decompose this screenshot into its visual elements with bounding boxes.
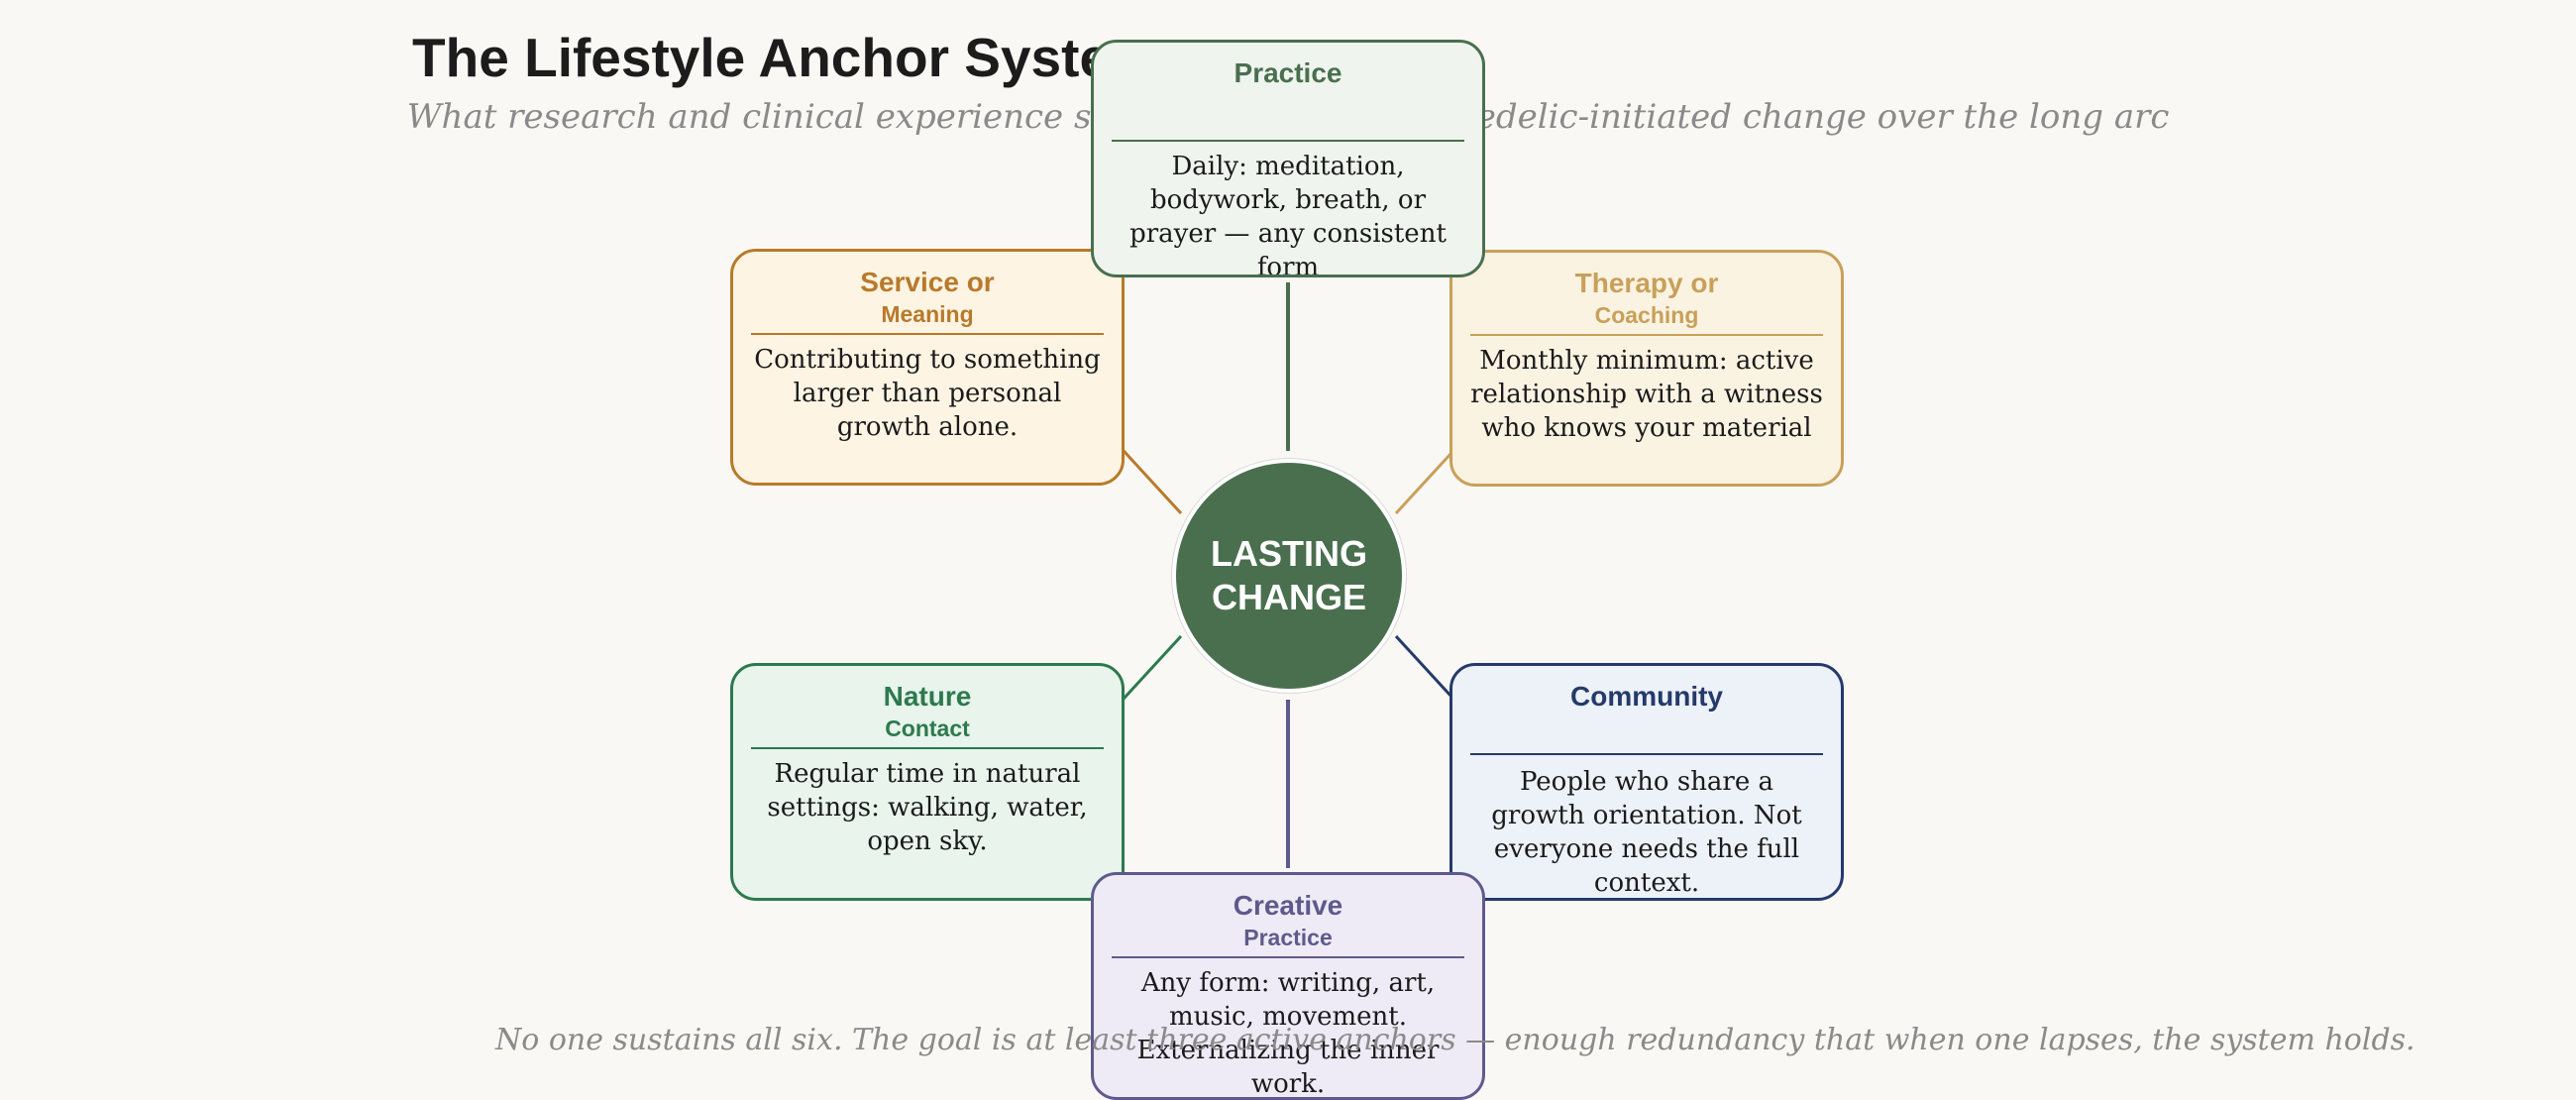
node-community: Community People who share a growth orie… <box>1449 663 1844 901</box>
node-subtitle: Contact <box>885 715 970 741</box>
node-body: Regular time in natural settings: walkin… <box>767 759 1088 856</box>
node-divider <box>1112 140 1464 142</box>
node-subtitle: Coaching <box>1594 302 1699 328</box>
center-lasting-change: LASTING CHANGE <box>1172 459 1406 693</box>
node-header: Therapy or Coaching <box>1452 253 1841 330</box>
diagram-title: The Lifestyle Anchor System <box>412 27 1158 88</box>
node-nature-contact: Nature Contact Regular time in natural s… <box>730 663 1125 901</box>
node-practice: Practice Daily: meditation, bodywork, br… <box>1091 40 1485 277</box>
node-header: Nature Contact <box>733 666 1122 743</box>
node-title: Nature <box>883 681 972 712</box>
node-body: Contributing to something larger than pe… <box>754 345 1101 442</box>
node-title: Community <box>1570 681 1723 712</box>
node-subtitle: Practice <box>1243 925 1333 950</box>
node-subtitle: Meaning <box>881 301 974 327</box>
node-body: Daily: meditation, bodywork, breath, or … <box>1129 152 1447 277</box>
node-title: Service or <box>860 267 995 297</box>
footer-text: No one sustains all six. The goal is at … <box>495 1023 2415 1057</box>
node-therapy-or-coaching: Therapy or Coaching Monthly minimum: act… <box>1449 250 1844 487</box>
node-divider <box>1112 956 1464 958</box>
node-service-or-meaning: Service or Meaning Contributing to somet… <box>730 249 1125 486</box>
node-header: Practice <box>1094 43 1482 140</box>
node-divider <box>1470 753 1823 755</box>
node-header: Community <box>1452 666 1841 745</box>
node-title: Creative <box>1233 890 1343 921</box>
node-divider <box>751 333 1104 335</box>
node-header: Service or Meaning <box>733 252 1122 329</box>
node-body: People who share a growth orientation. N… <box>1491 767 1802 898</box>
node-creative-practice: Creative Practice Any form: writing, art… <box>1091 872 1485 1100</box>
node-title: Therapy or <box>1574 268 1719 298</box>
node-divider <box>751 747 1104 749</box>
node-title: Practice <box>1234 57 1342 88</box>
node-divider <box>1470 334 1823 336</box>
node-body: Monthly minimum: active relationship wit… <box>1470 346 1823 443</box>
node-header: Creative Practice <box>1094 875 1482 952</box>
